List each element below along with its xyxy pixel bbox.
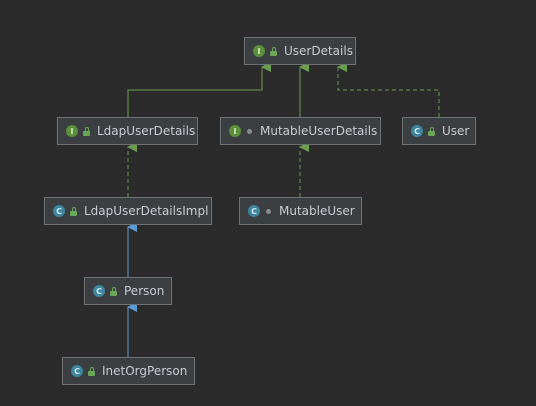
node-mutableuser[interactable]: C MutableUser xyxy=(239,197,362,225)
node-label: LdapUserDetailsImpl xyxy=(84,204,209,218)
interface-icon: I xyxy=(253,45,265,57)
node-user[interactable]: C User xyxy=(402,117,476,145)
class-icon: C xyxy=(411,125,423,137)
node-label: UserDetails xyxy=(284,44,353,58)
interface-icon: I xyxy=(229,125,241,137)
node-ldapuserdetails[interactable]: I LdapUserDetails xyxy=(57,117,198,145)
node-label: MutableUser xyxy=(279,204,355,218)
class-icon: C xyxy=(248,205,260,217)
node-inetorgperson[interactable]: C InetOrgPerson xyxy=(62,357,195,385)
public-visibility-icon xyxy=(269,46,278,56)
package-visibility-icon xyxy=(264,207,273,216)
edge-user-to-userdetails xyxy=(337,62,440,117)
class-icon: C xyxy=(93,285,105,297)
public-visibility-icon xyxy=(69,206,78,216)
package-visibility-icon xyxy=(245,127,254,136)
edge-ldapuserdetails-to-userdetails xyxy=(127,62,271,117)
node-label: Person xyxy=(124,284,165,298)
public-visibility-icon xyxy=(427,126,436,136)
node-label: User xyxy=(442,124,470,138)
interface-icon: I xyxy=(66,125,78,137)
node-label: MutableUserDetails xyxy=(260,124,378,138)
public-visibility-icon xyxy=(82,126,91,136)
node-ldapuserdetailsimpl[interactable]: C LdapUserDetailsImpl xyxy=(44,197,212,225)
class-icon: C xyxy=(53,205,65,217)
node-userdetails[interactable]: I UserDetails xyxy=(244,37,356,65)
node-label: LdapUserDetails xyxy=(97,124,196,138)
public-visibility-icon xyxy=(87,366,96,376)
node-mutableuserdetails[interactable]: I MutableUserDetails xyxy=(220,117,381,145)
public-visibility-icon xyxy=(109,286,118,296)
class-icon: C xyxy=(71,365,83,377)
node-person[interactable]: C Person xyxy=(84,277,172,305)
node-label: InetOrgPerson xyxy=(102,364,188,378)
